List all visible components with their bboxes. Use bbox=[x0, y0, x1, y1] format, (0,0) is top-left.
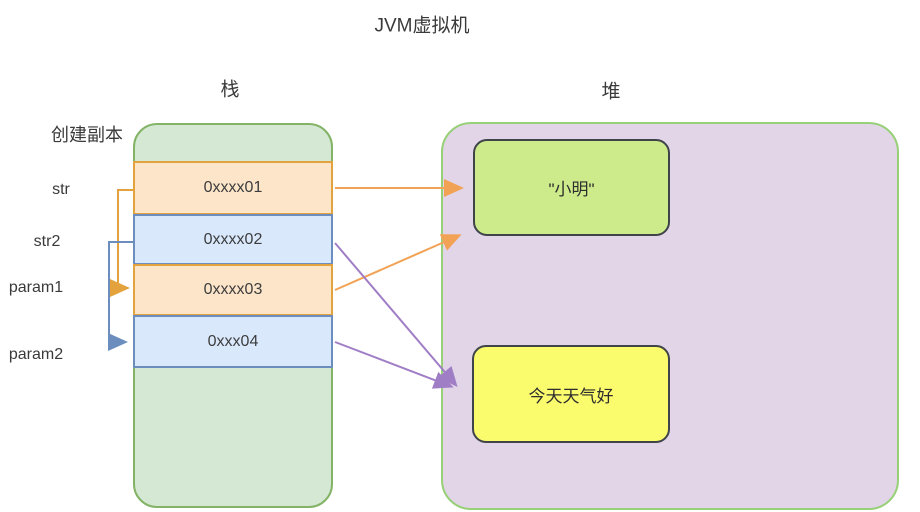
var-label-param2: param2 bbox=[8, 346, 64, 363]
heap-label: 堆 bbox=[601, 81, 621, 103]
arrow-param2-to-weather bbox=[334, 341, 454, 389]
heap-object-text: "小明" bbox=[548, 180, 595, 199]
stack-frame-str: 0xxxx01 bbox=[133, 161, 333, 215]
diagram-title: JVM虚拟机 bbox=[374, 15, 470, 37]
copy-note-label: 创建副本 bbox=[51, 125, 123, 145]
heap-object-weather: 今天天气好 bbox=[472, 345, 670, 443]
stack-label: 栈 bbox=[220, 79, 240, 101]
stack-frame-str2: 0xxxx02 bbox=[133, 214, 333, 265]
arrow-copy-str2-to-param2 bbox=[108, 241, 133, 351]
stack-frame-address: 0xxxx03 bbox=[203, 281, 263, 298]
stack-frame-address: 0xxx04 bbox=[207, 332, 259, 350]
arrow-copy-str-to-param1 bbox=[110, 189, 133, 297]
stack-frame-address: 0xxxx01 bbox=[203, 179, 263, 196]
var-label-str: str bbox=[52, 181, 70, 198]
var-label-str2: str2 bbox=[33, 233, 61, 250]
stack-frame-param1: 0xxxx03 bbox=[133, 264, 333, 316]
arrow-param1-to-xiaoming bbox=[334, 234, 462, 291]
stack-frame-param2: 0xxx04 bbox=[133, 315, 333, 368]
var-label-param1: param1 bbox=[8, 279, 64, 296]
heap-object-xiaoming: "小明" bbox=[473, 139, 670, 236]
arrow-str2-to-weather bbox=[334, 242, 458, 388]
stack-frame-address: 0xxxx02 bbox=[203, 230, 263, 248]
heap-object-text: 今天天气好 bbox=[528, 386, 614, 406]
